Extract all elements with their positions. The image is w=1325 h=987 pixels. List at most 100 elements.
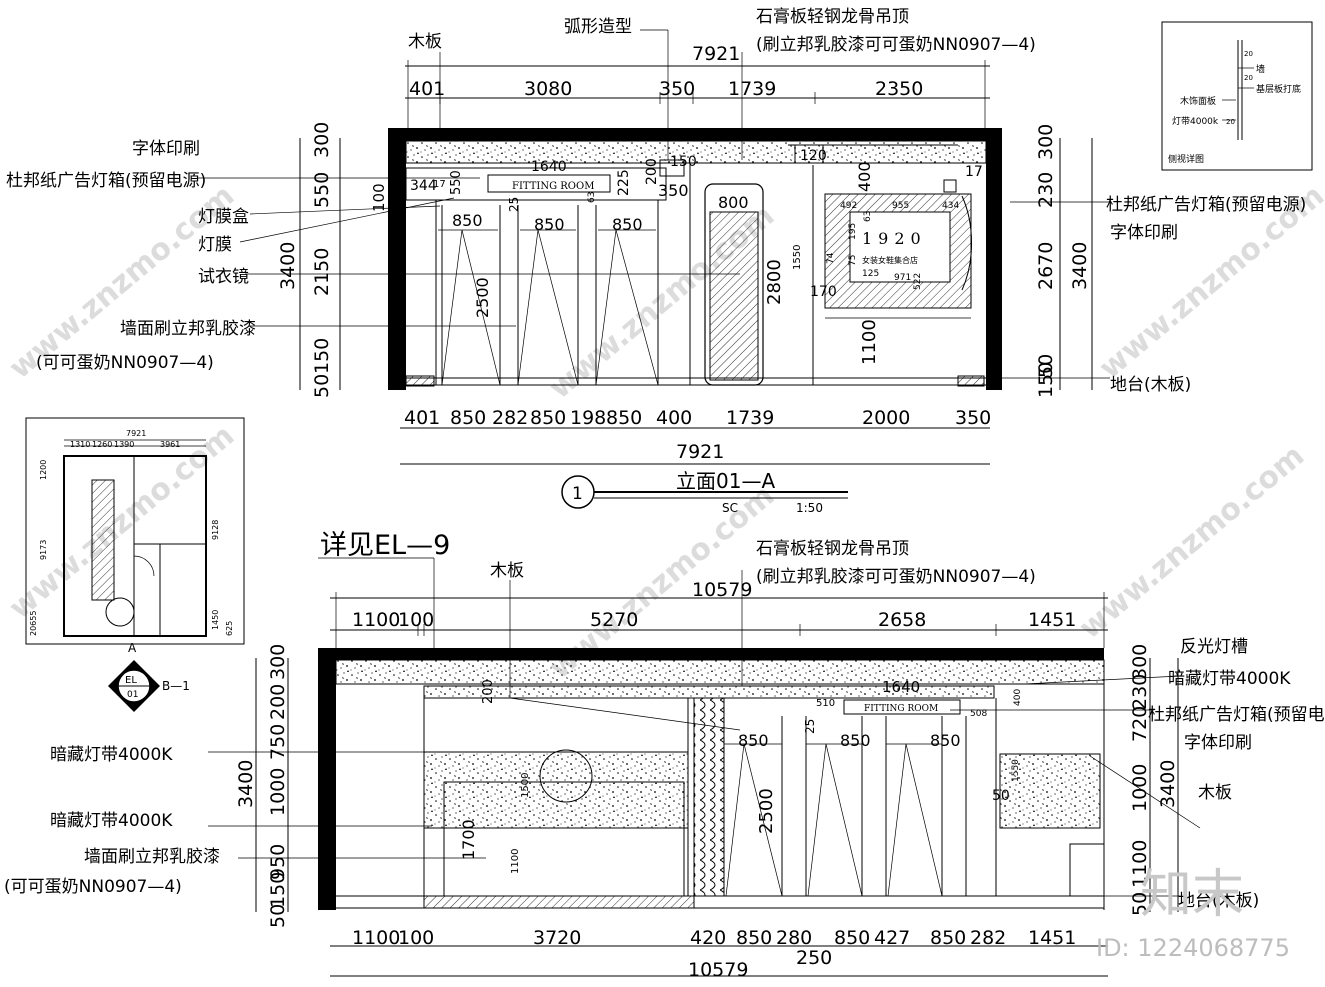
- svg-text:625: 625: [225, 621, 234, 636]
- svg-text:282: 282: [970, 927, 1006, 949]
- textured-column: [693, 697, 725, 897]
- svg-text:1640: 1640: [531, 159, 567, 175]
- svg-text:反光灯槽: 反光灯槽: [1180, 637, 1248, 657]
- svg-text:ID: 1224068775: ID: 1224068775: [1096, 934, 1290, 962]
- svg-text:2150: 2150: [311, 248, 333, 296]
- svg-text:150: 150: [267, 872, 289, 908]
- svg-text:120: 120: [800, 148, 827, 164]
- svg-text:3400: 3400: [277, 242, 299, 290]
- svg-text:427: 427: [874, 927, 910, 949]
- svg-text:5270: 5270: [590, 609, 638, 631]
- svg-text:1:50: 1:50: [796, 501, 823, 515]
- svg-text:850: 850: [452, 211, 483, 230]
- svg-text:1310: 1310: [70, 440, 90, 449]
- svg-text:170: 170: [810, 284, 837, 300]
- svg-text:EL: EL: [125, 675, 137, 686]
- svg-text:2658: 2658: [878, 609, 926, 631]
- svg-text:1640: 1640: [882, 678, 920, 696]
- svg-text:木板: 木板: [1198, 783, 1232, 803]
- wood-wall-panel: [999, 753, 1101, 829]
- svg-text:3400: 3400: [235, 760, 257, 808]
- svg-text:石膏板轻钢龙骨吊顶: 石膏板轻钢龙骨吊顶: [756, 6, 909, 27]
- svg-text:杜邦纸广告灯箱(预留电源): 杜邦纸广告灯箱(预留电源): [1106, 195, 1306, 215]
- svg-text:暗藏灯带4000K: 暗藏灯带4000K: [1168, 669, 1291, 689]
- svg-text:100: 100: [398, 927, 434, 949]
- svg-text:400: 400: [656, 407, 692, 429]
- svg-text:1100: 1100: [510, 849, 521, 874]
- svg-text:墙面刷立邦乳胶漆: 墙面刷立邦乳胶漆: [120, 319, 256, 339]
- svg-text:850: 850: [534, 215, 565, 234]
- svg-text:灯带4000k: 灯带4000k: [1172, 116, 1219, 127]
- svg-text:350: 350: [955, 407, 991, 429]
- svg-text:详见EL—9: 详见EL—9: [320, 530, 450, 561]
- svg-text:850: 850: [930, 927, 966, 949]
- svg-text:1000: 1000: [267, 768, 289, 816]
- svg-text:2350: 2350: [875, 78, 923, 100]
- svg-text:401: 401: [409, 78, 445, 100]
- svg-text:9173: 9173: [39, 540, 48, 560]
- svg-text:282: 282: [492, 407, 528, 429]
- svg-text:1100: 1100: [1129, 840, 1151, 888]
- svg-text:850: 850: [930, 731, 961, 750]
- svg-text:1390: 1390: [114, 440, 134, 449]
- svg-text:1000: 1000: [1129, 764, 1151, 812]
- svg-text:墙面刷立邦乳胶漆: 墙面刷立邦乳胶漆: [84, 847, 220, 867]
- svg-text:150: 150: [670, 154, 697, 170]
- svg-text:850: 850: [530, 407, 566, 429]
- svg-text:(刷立邦乳胶漆可可蛋奶NN0907—4): (刷立邦乳胶漆可可蛋奶NN0907—4): [756, 567, 1036, 587]
- svg-text:150: 150: [311, 338, 333, 374]
- svg-text:地台(木板): 地台(木板): [1178, 891, 1259, 911]
- svg-text:350: 350: [658, 181, 689, 200]
- svg-text:灯膜: 灯膜: [198, 235, 232, 255]
- svg-text:2500: 2500: [756, 788, 777, 834]
- elevation-b: 1700 1100 1500 200 850 850 850 2500 25 F…: [4, 530, 1325, 981]
- svg-text:1100: 1100: [352, 927, 400, 949]
- elevation-a: FITTING ROOM 1640 150 350 344 17 550 25 …: [6, 6, 1306, 515]
- svg-text:2000: 2000: [862, 407, 910, 429]
- svg-text:灯膜盒: 灯膜盒: [198, 207, 249, 227]
- svg-text:7921: 7921: [676, 441, 724, 463]
- watermark-text: www.znzmo.com: [1073, 438, 1311, 646]
- svg-text:7921: 7921: [126, 429, 146, 438]
- svg-text:1500: 1500: [520, 773, 531, 798]
- svg-text:17: 17: [965, 164, 983, 180]
- svg-text:(可可蛋奶NN0907—4): (可可蛋奶NN0907—4): [4, 877, 182, 897]
- svg-text:1: 1: [572, 484, 583, 504]
- svg-text:50: 50: [1035, 354, 1057, 378]
- svg-text:字体印刷: 字体印刷: [1184, 733, 1252, 753]
- wood-wall-panel: [423, 751, 689, 829]
- brand-watermark: 知末 ID: 1224068775: [1096, 865, 1290, 962]
- svg-text:350: 350: [659, 78, 695, 100]
- svg-text:492: 492: [840, 201, 857, 211]
- svg-text:试衣镜: 试衣镜: [198, 267, 249, 287]
- svg-text:25: 25: [803, 719, 817, 734]
- svg-text:400: 400: [855, 161, 874, 192]
- svg-text:10579: 10579: [688, 959, 748, 981]
- svg-text:200: 200: [267, 684, 289, 720]
- svg-text:100: 100: [370, 183, 388, 212]
- svg-text:1700: 1700: [459, 819, 478, 860]
- svg-text:A: A: [128, 641, 137, 655]
- svg-text:1100: 1100: [859, 319, 880, 365]
- svg-text:400: 400: [1013, 689, 1023, 706]
- svg-text:230: 230: [1129, 674, 1151, 710]
- svg-text:850: 850: [738, 731, 769, 750]
- svg-text:250: 250: [796, 947, 832, 969]
- svg-text:280: 280: [776, 927, 812, 949]
- svg-text:2800: 2800: [764, 259, 785, 305]
- svg-text:225: 225: [616, 169, 632, 196]
- svg-text:230: 230: [1035, 172, 1057, 208]
- svg-text:木板: 木板: [490, 561, 524, 581]
- svg-text:女装女鞋集合店: 女装女鞋集合店: [862, 255, 918, 265]
- svg-text:1200: 1200: [39, 460, 48, 480]
- svg-text:195: 195: [848, 223, 858, 240]
- svg-text:1100: 1100: [352, 609, 400, 631]
- side-detail: 墙 基层板打底 木饰面板 灯带4000k 20 20 20 侧视详图: [1161, 21, 1313, 171]
- svg-text:01: 01: [127, 690, 138, 700]
- svg-text:1550: 1550: [1011, 759, 1021, 782]
- svg-text:508: 508: [970, 709, 987, 719]
- svg-text:3720: 3720: [533, 927, 581, 949]
- svg-text:石膏板轻钢龙骨吊顶: 石膏板轻钢龙骨吊顶: [756, 538, 909, 559]
- svg-text:720: 720: [1129, 706, 1151, 742]
- svg-text:971: 971: [894, 273, 911, 283]
